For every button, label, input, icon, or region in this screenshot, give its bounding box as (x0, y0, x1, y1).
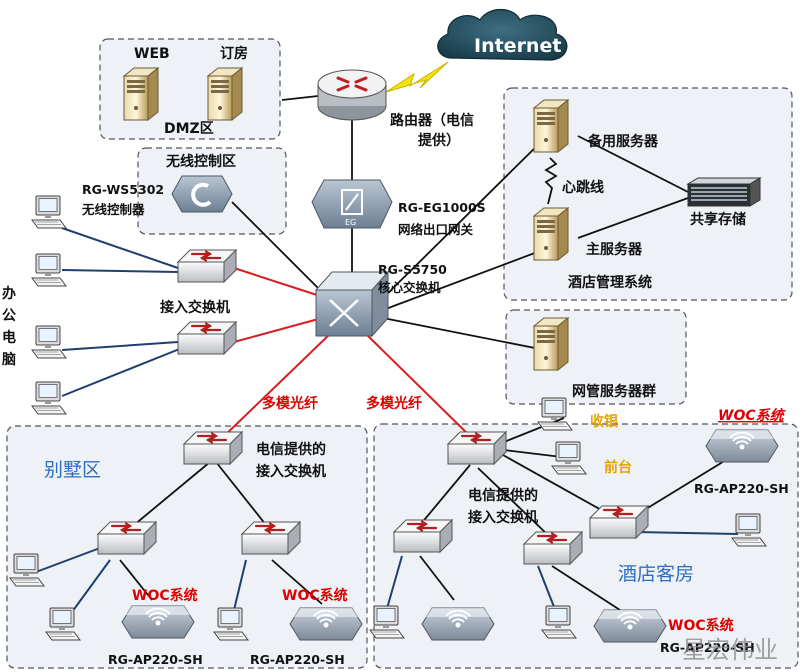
office-pc-icon-1 (31, 195, 67, 229)
front-desk-label: 前台 (604, 459, 632, 476)
rooms-woc-top-label: WOC系统 (718, 407, 787, 424)
main-server-icon (533, 207, 569, 261)
villa-woc-label-1: WOC系统 (132, 587, 198, 604)
villa-woc-label-2: WOC系统 (282, 587, 348, 604)
backup-server-icon (533, 99, 569, 153)
rooms-switch-icon-mid (522, 530, 584, 566)
rooms-switch-label-1: 电信提供的 (468, 487, 538, 504)
rooms-ap-model-top: RG-AP220-SH (694, 481, 789, 496)
netmgmt-server-icon (533, 317, 569, 371)
villa-zone (6, 425, 368, 669)
rooms-switch-icon-right (588, 504, 650, 540)
villa-switch-icon-left (96, 520, 158, 556)
hotel-mgmt-title: 酒店管理系统 (568, 274, 652, 291)
wireless-controller-model: RG-WS5302 (82, 182, 164, 197)
office-char-3: 电 (2, 329, 16, 346)
rooms-ap-icon-1 (421, 607, 495, 641)
fiber-label-rooms: 多模光纤 (366, 395, 422, 412)
rooms-ap-icon-2 (593, 609, 667, 643)
gateway-icon: EG (311, 179, 393, 229)
internet-cloud-icon (437, 8, 568, 61)
dmz-zone-label: DMZ区 (164, 121, 214, 137)
office-access-switch-label: 接入交换机 (160, 299, 230, 316)
villa-switch-label-2: 接入交换机 (256, 463, 326, 480)
watermark: 星宏伟业 (682, 636, 778, 664)
cashier-label: 收银 (590, 413, 619, 430)
booking-server-icon (207, 67, 243, 121)
office-char-2: 公 (2, 308, 16, 324)
villa-ap-model-2: RG-AP220-SH (250, 652, 345, 667)
heartbeat-label: 心跳线 (562, 179, 604, 196)
wireless-zone-label: 无线控制区 (165, 153, 236, 170)
rooms-ap-icon-top (705, 429, 779, 463)
office-char-4: 脑 (2, 351, 16, 368)
gateway-name: 网络出口网关 (398, 222, 474, 237)
shared-storage-label: 共享存储 (690, 211, 746, 228)
office-access-switch-icon-1 (176, 248, 238, 284)
router-label-line1: 路由器（电信 (390, 112, 474, 129)
villa-switch-label-1: 电信提供的 (256, 441, 326, 458)
office-access-switch-icon-2 (176, 320, 238, 356)
links-layer (35, 61, 739, 613)
dmz-booking-label: 订房 (220, 45, 248, 62)
core-model: RG-S5750 (378, 262, 447, 277)
villa-zone-label: 别墅区 (44, 459, 101, 481)
heartbeat-line (544, 157, 558, 205)
villa-ap-icon-2 (289, 607, 363, 641)
villa-ap-model-1: RG-AP220-SH (108, 652, 203, 667)
rooms-switch-icon-left (392, 518, 454, 554)
villa-ap-icon-1 (121, 605, 195, 639)
netmgmt-label: 网管服务器群 (572, 383, 656, 400)
office-pc-icon-4 (31, 381, 67, 415)
villa-telecom-switch-icon (182, 430, 244, 466)
wireless-controller-name: 无线控制器 (81, 202, 145, 217)
office-char-1: 办 (2, 285, 16, 302)
router-label-line2: 提供） (418, 132, 460, 149)
rooms-woc-label: WOC系统 (668, 617, 734, 634)
rooms-ap-model-bottom: RG-AP220-SH (660, 640, 755, 655)
rooms-telecom-switch-icon (446, 430, 508, 466)
main-server-label: 主服务器 (586, 241, 643, 258)
gateway-badge: EG (345, 218, 356, 227)
router-icon (317, 69, 387, 121)
office-pc-icon-2 (31, 253, 67, 287)
core-name: 核心交换机 (378, 280, 441, 295)
web-server-icon (123, 67, 159, 121)
rooms-zone-label: 酒店客房 (618, 563, 694, 585)
dmz-web-label: WEB (134, 46, 170, 62)
hotel-mgmt-zone (503, 87, 793, 301)
gateway-model: RG-EG1000S (398, 200, 486, 215)
wireless-controller-icon (171, 175, 233, 213)
core-switch-icon (314, 270, 390, 338)
office-pc-icon-3 (31, 325, 67, 359)
rooms-zone (373, 423, 799, 669)
internet-label: Internet (474, 35, 561, 57)
villa-switch-icon-right (240, 520, 302, 556)
backup-server-label: 备用服务器 (587, 133, 659, 150)
shared-storage-icon (686, 177, 762, 207)
fiber-label-villa: 多模光纤 (262, 395, 318, 412)
rooms-switch-label-2: 接入交换机 (468, 509, 538, 526)
